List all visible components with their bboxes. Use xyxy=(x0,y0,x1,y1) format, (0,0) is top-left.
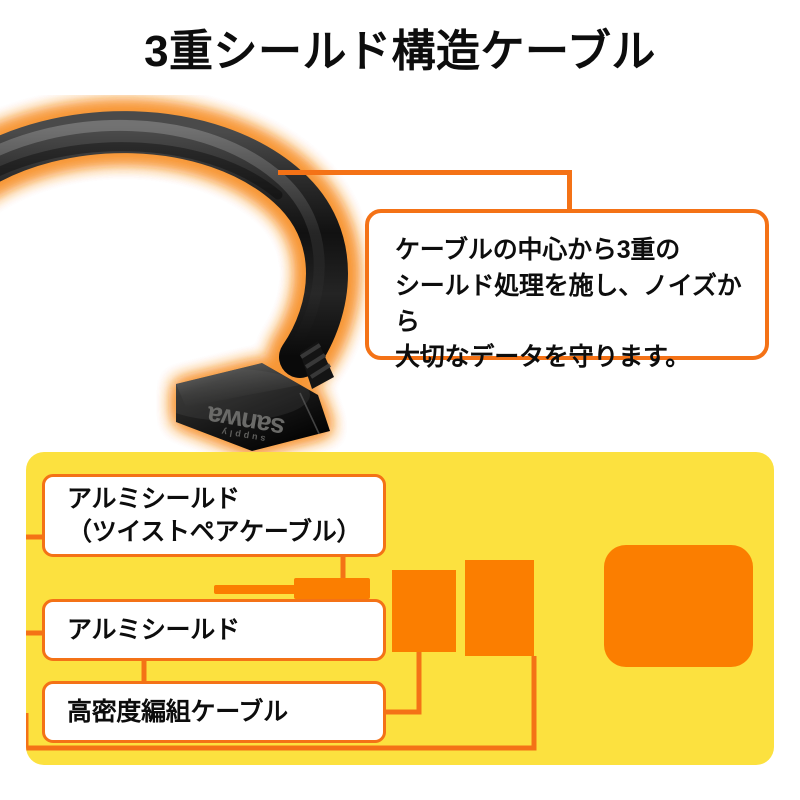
callout-text: ケーブルの中心から3重の シールド処理を施し、ノイズから 大切なデータを守ります… xyxy=(395,236,742,372)
label-box-twisted-pair: アルミシールド （ツイストペアケーブル） xyxy=(42,474,386,557)
leader-line-braided-shield xyxy=(26,656,537,751)
connector-housing: sanwa supply xyxy=(176,363,330,451)
label-text-aluminium-shield: アルミシールド xyxy=(67,615,240,644)
cable-body xyxy=(0,111,348,378)
shield-structure-panel: アルミシールド （ツイストペアケーブル） アルミシールド 高密度編組ケーブル xyxy=(26,452,774,765)
callout-leader-vertical xyxy=(567,170,572,214)
callout-box: ケーブルの中心から3重の シールド処理を施し、ノイズから 大切なデータを守ります… xyxy=(365,209,769,371)
label-box-braided-cable: 高密度編組ケーブル xyxy=(42,681,386,743)
cable-photo-illustration: sanwa supply xyxy=(0,105,354,451)
label-text-braided-cable: 高密度編組ケーブル xyxy=(67,697,288,726)
product-photo: sanwa supply xyxy=(0,95,800,465)
cable-strain-relief xyxy=(299,341,334,389)
aluminium-shield-layer xyxy=(392,570,456,652)
page-title: 3重シールド構造ケーブル xyxy=(144,27,656,76)
braided-shield-layer xyxy=(465,560,534,656)
outer-jacket xyxy=(604,545,753,667)
label-text-twisted-pair: アルミシールド （ツイストペアケーブル） xyxy=(67,484,362,546)
label-box-aluminium-shield: アルミシールド xyxy=(42,599,386,661)
callout-leader-horizontal xyxy=(278,170,572,175)
